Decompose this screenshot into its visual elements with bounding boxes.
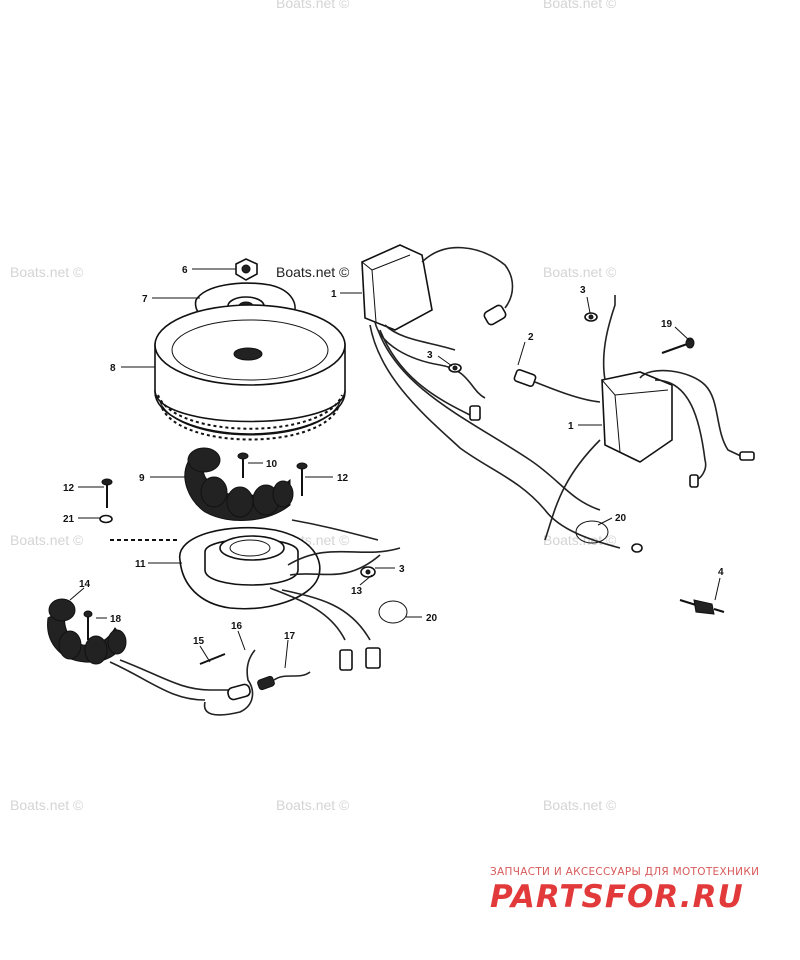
callout-20: 20 <box>615 513 627 524</box>
callout-2: 2 <box>528 332 534 343</box>
watermark: Boats.net © <box>276 264 350 280</box>
callout-17: 17 <box>284 631 296 642</box>
watermark: Boats.net © <box>276 797 350 813</box>
callout-12: 12 <box>337 473 349 484</box>
callout-3: 3 <box>399 564 405 575</box>
callout-1: 1 <box>568 421 574 432</box>
callout-8: 8 <box>110 363 116 374</box>
callout-18: 18 <box>110 614 122 625</box>
callout-20: 20 <box>426 613 438 624</box>
watermark: Boats.net © <box>543 0 617 11</box>
brand-logo: ЗАПЧАСТИ И АКСЕССУАРЫ ДЛЯ МОТОТЕХНИКИ PA… <box>490 866 759 915</box>
callout-14: 14 <box>79 579 91 590</box>
watermark: Boats.net © <box>10 532 84 548</box>
watermark: Boats.net © <box>543 797 617 813</box>
callout-21: 21 <box>63 514 75 525</box>
callout-13: 13 <box>351 586 363 597</box>
callout-labels: 6 7 8 9 10 12 12 21 11 1 2 3 3 19 1 20 4… <box>63 265 724 647</box>
callout-4: 4 <box>718 567 724 578</box>
callout-3: 3 <box>427 350 433 361</box>
watermark: Boats.net © <box>543 264 617 280</box>
callout-9: 9 <box>139 473 145 484</box>
screws <box>83 452 308 640</box>
upper-stator-coil <box>184 447 294 521</box>
flywheel <box>154 304 346 441</box>
switch-box-upper <box>361 244 643 553</box>
temperature-sender <box>679 599 725 615</box>
stator-harness <box>269 519 408 671</box>
watermark: Boats.net © <box>543 532 617 548</box>
brand-tagline: ЗАПЧАСТИ И АКСЕССУАРЫ ДЛЯ МОТОТЕХНИКИ <box>490 866 759 878</box>
callout-1: 1 <box>331 289 337 300</box>
watermark: Boats.net © <box>276 0 350 11</box>
callout-11: 11 <box>135 559 146 570</box>
callout-19: 19 <box>661 319 673 330</box>
lead-connectors <box>199 649 311 716</box>
switch-box-lower <box>544 295 755 544</box>
callout-7: 7 <box>142 294 148 305</box>
watermark: Boats.net © <box>10 264 84 280</box>
callout-12: 12 <box>63 483 75 494</box>
brand-name: PARTSFOR.RU <box>490 879 744 915</box>
watermark: Boats.net © <box>10 797 84 813</box>
leader-lines <box>69 268 721 669</box>
callout-15: 15 <box>193 636 205 647</box>
stator-base-plate <box>110 526 321 610</box>
watermarks: Boats.net © Boats.net © Boats.net © Boat… <box>10 0 617 813</box>
callout-3: 3 <box>580 285 586 296</box>
lower-stator-coil <box>47 598 230 701</box>
callout-10: 10 <box>266 459 278 470</box>
callout-6: 6 <box>182 265 188 276</box>
flywheel-nut <box>235 258 258 281</box>
callout-16: 16 <box>231 621 243 632</box>
